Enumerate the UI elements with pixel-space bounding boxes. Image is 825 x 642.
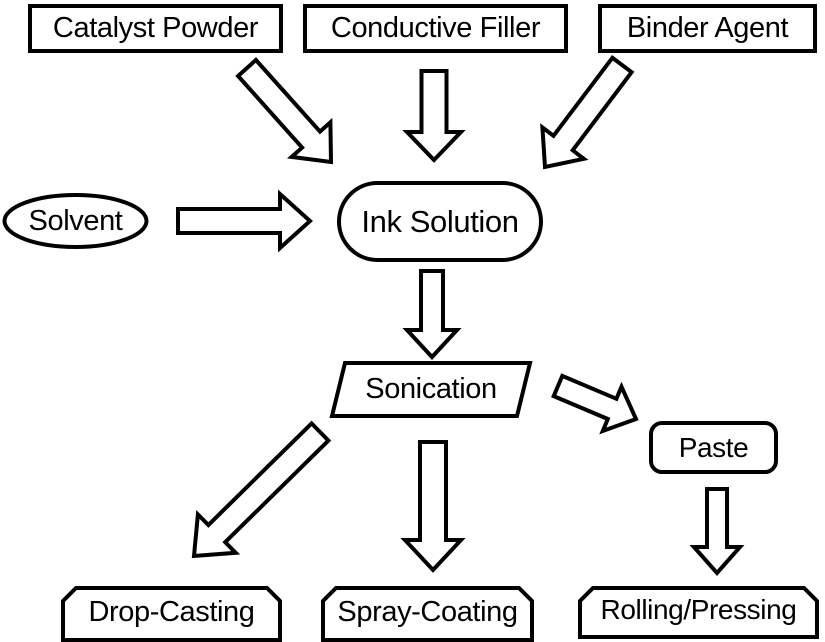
arrow-catalyst-to-ink <box>235 57 334 165</box>
arrow-solvent-to-ink <box>176 189 313 253</box>
node-label-ink-solution: Ink Solution <box>361 204 519 239</box>
solvent-ellipse <box>2 193 149 249</box>
paste-box <box>649 421 778 474</box>
arrow-paste-to-rolling <box>689 487 745 577</box>
arrow-binder-to-ink <box>540 55 635 170</box>
arrow-sonication-to-paste <box>551 373 639 435</box>
node-label-binder-agent: Binder Agent <box>626 12 789 44</box>
arrow-sonication-to-spraycoating <box>400 440 466 573</box>
node-label-drop-casting: Drop-Casting <box>88 595 255 628</box>
node-label-catalyst-powder: Catalyst Powder <box>52 12 259 44</box>
arrow-sonication-to-dropcasting <box>191 420 332 559</box>
node-label-sonication: Sonication <box>365 373 497 405</box>
node-label-rolling-pressing: Rolling/Pressing <box>600 594 797 625</box>
catalyst-powder-box <box>28 4 283 53</box>
binder-agent-box <box>598 4 817 53</box>
sonication-parallelogram <box>329 361 533 418</box>
node-label-paste: Paste <box>678 431 749 463</box>
node-label-conductive-filler: Conductive Filler <box>330 12 541 44</box>
arrow-ink-to-sonication <box>402 269 462 360</box>
spray-coating-box <box>321 586 534 642</box>
rolling-pressing-box <box>578 586 819 639</box>
node-label-solvent: Solvent <box>28 204 123 237</box>
conductive-filler-box <box>303 4 568 53</box>
drop-casting-box <box>61 586 282 642</box>
ink-solution-stadium <box>337 181 543 262</box>
node-label-spray-coating: Spray-Coating <box>337 595 518 628</box>
arrow-filler-to-ink <box>402 69 466 163</box>
